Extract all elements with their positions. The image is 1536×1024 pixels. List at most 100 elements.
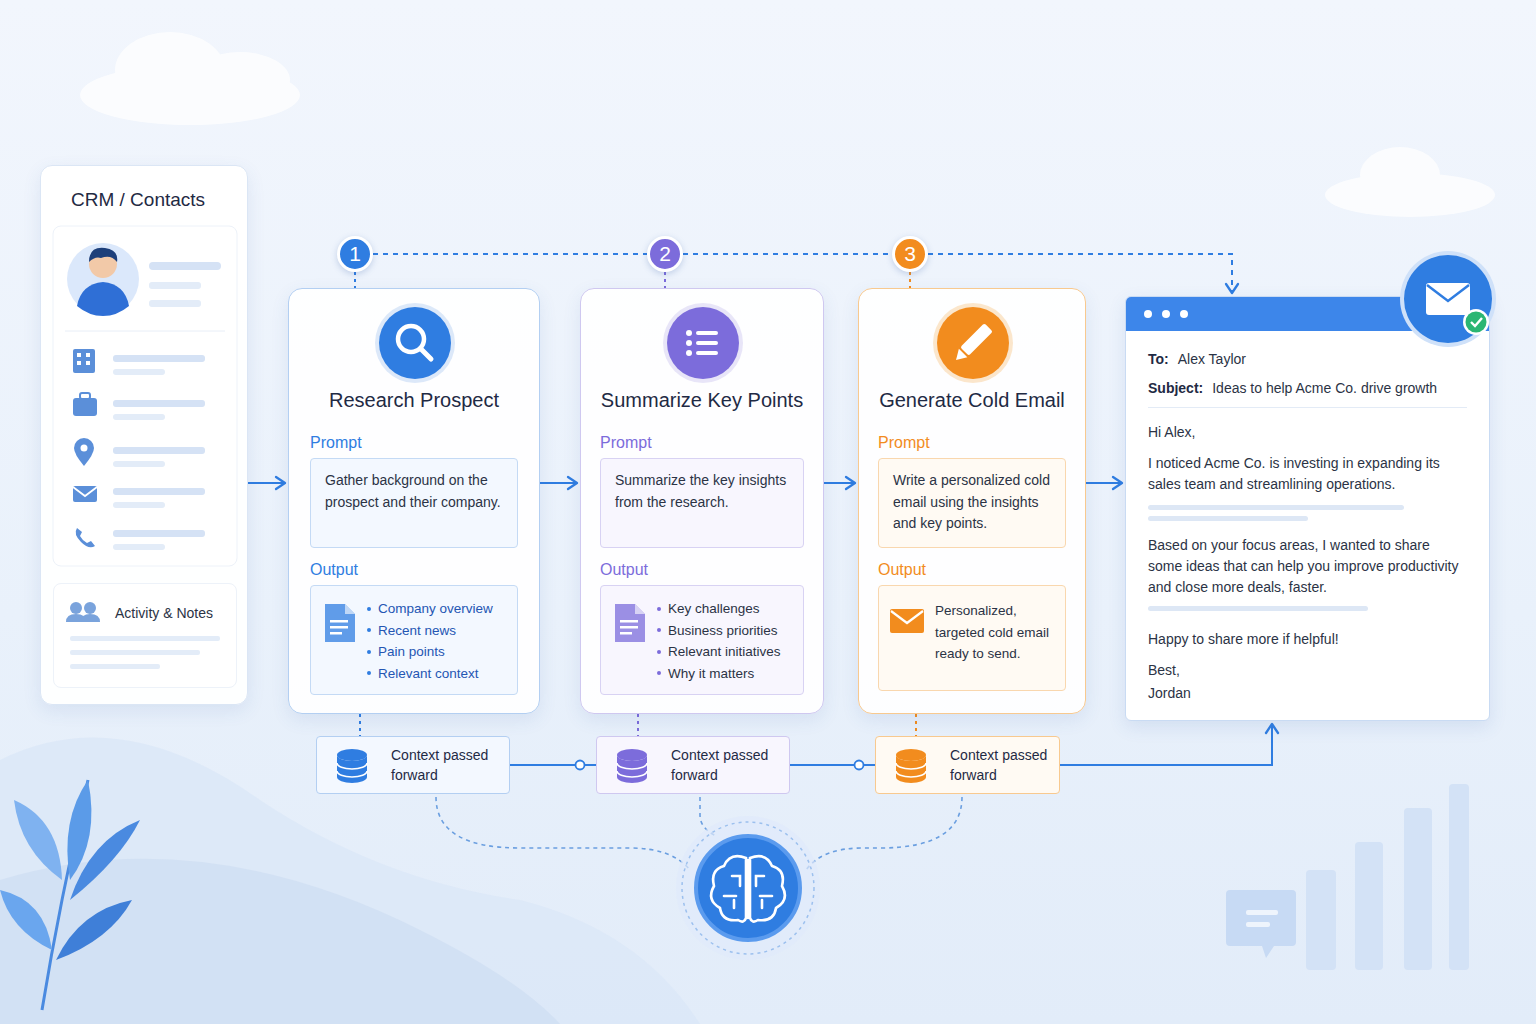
bar-chart bbox=[1306, 784, 1469, 970]
connector-line bbox=[915, 714, 917, 736]
connector-line bbox=[510, 764, 596, 766]
activity-card: Activity & Notes bbox=[53, 583, 237, 688]
email-body: To:Alex TaylorSubject: Ideas to help Acme… bbox=[1126, 331, 1489, 720]
card-title: Research Prospect bbox=[289, 389, 539, 412]
email-window: To:Alex TaylorSubject: Ideas to help Acme… bbox=[1125, 296, 1490, 721]
prompt-section: PromptSummarize the key insights from th… bbox=[600, 434, 804, 548]
connector bbox=[665, 272, 666, 288]
field-value: Alex Taylor bbox=[1178, 349, 1246, 370]
bullet-text: Why it matters bbox=[668, 663, 754, 685]
document-icon bbox=[613, 602, 647, 644]
connector-line bbox=[683, 253, 892, 255]
field-label: Subject: bbox=[1148, 378, 1203, 399]
arrowhead bbox=[846, 477, 855, 489]
email-text: I noticed Acme Co. is investing in expan… bbox=[1148, 453, 1467, 495]
connector bbox=[790, 761, 875, 770]
bullet-text: Company overview bbox=[378, 598, 493, 620]
prompt-text: Write a personalized cold email using th… bbox=[893, 470, 1051, 535]
connector bbox=[373, 254, 647, 255]
connector-line bbox=[790, 764, 875, 766]
field-value: Ideas to help Acme Co. drive growth bbox=[1212, 378, 1437, 399]
prompt-text: Gather background on the prospect and th… bbox=[325, 470, 503, 513]
bullet-text: Recent news bbox=[378, 620, 456, 642]
bullet-row: Relevant initiatives bbox=[657, 641, 795, 663]
output-section: OutputPersonalized, targeted cold email … bbox=[878, 561, 1066, 691]
header-row: To:Alex Taylor bbox=[1148, 349, 1467, 370]
plant bbox=[0, 780, 140, 1010]
step-circle: 3 bbox=[892, 236, 928, 272]
placeholder-line bbox=[1148, 606, 1368, 611]
step-card: Research ProspectPromptGather background… bbox=[288, 288, 540, 714]
output-box: Personalized, targeted cold email ready … bbox=[878, 585, 1066, 691]
connector-line bbox=[359, 714, 361, 736]
connector bbox=[1060, 724, 1278, 765]
connector bbox=[1086, 477, 1122, 489]
prompt-box: Summarize the key insights from the rese… bbox=[600, 458, 804, 548]
context-box: Context passed forward bbox=[316, 736, 510, 794]
arrowhead bbox=[1226, 284, 1238, 293]
connector bbox=[916, 714, 917, 736]
context-text: Context passed forward bbox=[950, 745, 1058, 786]
arrowhead bbox=[276, 477, 285, 489]
section-heading: Prompt bbox=[600, 434, 804, 452]
activity-illustration bbox=[54, 584, 238, 689]
connector bbox=[824, 477, 855, 489]
connector-line bbox=[909, 272, 911, 288]
prompt-section: PromptWrite a personalized cold email us… bbox=[878, 434, 1066, 548]
arrowhead bbox=[568, 477, 577, 489]
context-text: Context passed forward bbox=[671, 745, 779, 786]
brain-icon bbox=[676, 816, 820, 960]
email-text: Hi Alex, bbox=[1148, 422, 1467, 443]
email-text: Best, bbox=[1148, 660, 1467, 681]
context-box: Context passed forward bbox=[875, 736, 1060, 794]
arrowhead bbox=[1266, 724, 1278, 733]
header-row: Subject: Ideas to help Acme Co. drive gro… bbox=[1148, 378, 1467, 399]
step-circle: 1 bbox=[337, 236, 373, 272]
document-icon bbox=[323, 602, 357, 644]
card-title: Generate Cold Email bbox=[859, 389, 1085, 412]
step-card: Generate Cold EmailPromptWrite a persona… bbox=[858, 288, 1086, 714]
output-box: Company overviewRecent newsPain pointsRe… bbox=[310, 585, 518, 695]
connector-line bbox=[1086, 482, 1122, 484]
bullet-dot bbox=[657, 650, 661, 654]
connector-line bbox=[354, 272, 356, 288]
section-heading: Prompt bbox=[878, 434, 1066, 452]
step-icon bbox=[931, 301, 1015, 385]
email-text: Happy to share more if helpful! bbox=[1148, 629, 1467, 650]
bullet-row: Company overview bbox=[367, 598, 509, 620]
step-icon bbox=[373, 301, 457, 385]
connector-line bbox=[664, 272, 666, 288]
connector bbox=[638, 714, 639, 736]
bullet-dot bbox=[657, 607, 661, 611]
prompt-box: Gather background on the prospect and th… bbox=[310, 458, 518, 548]
section-label: Activity & Notes bbox=[115, 605, 213, 621]
bullet-text: Relevant initiatives bbox=[668, 641, 781, 663]
section-heading: Prompt bbox=[310, 434, 518, 452]
bullet-dot bbox=[367, 650, 371, 654]
section-heading: Output bbox=[600, 561, 804, 579]
bullet-row: Key challenges bbox=[657, 598, 795, 620]
envelope-icon bbox=[889, 608, 925, 636]
placeholder-line bbox=[1148, 516, 1308, 521]
prompt-box: Write a personalized cold email using th… bbox=[878, 458, 1066, 548]
step-icon bbox=[661, 301, 745, 385]
bullet-text: Business priorities bbox=[668, 620, 778, 642]
bullet-row: Recent news bbox=[367, 620, 509, 642]
output-text: Personalized, targeted cold email ready … bbox=[935, 600, 1057, 665]
window-dots bbox=[1126, 297, 1206, 331]
connector bbox=[510, 761, 596, 770]
panel-title: CRM / Contacts bbox=[71, 189, 205, 211]
connector bbox=[248, 477, 285, 489]
database-icon bbox=[894, 748, 928, 784]
connector-line bbox=[1060, 724, 1272, 765]
bullet-row: Why it matters bbox=[657, 663, 795, 685]
bullet-row: Relevant context bbox=[367, 663, 509, 685]
section-heading: Output bbox=[878, 561, 1066, 579]
email-text: Based on your focus areas, I wanted to s… bbox=[1148, 535, 1467, 598]
database-icon bbox=[335, 748, 369, 784]
divider bbox=[1148, 407, 1467, 408]
bullet-text: Relevant context bbox=[378, 663, 479, 685]
bullet-row: Pain points bbox=[367, 641, 509, 663]
output-section: OutputKey challengesBusiness prioritiesR… bbox=[600, 561, 804, 695]
